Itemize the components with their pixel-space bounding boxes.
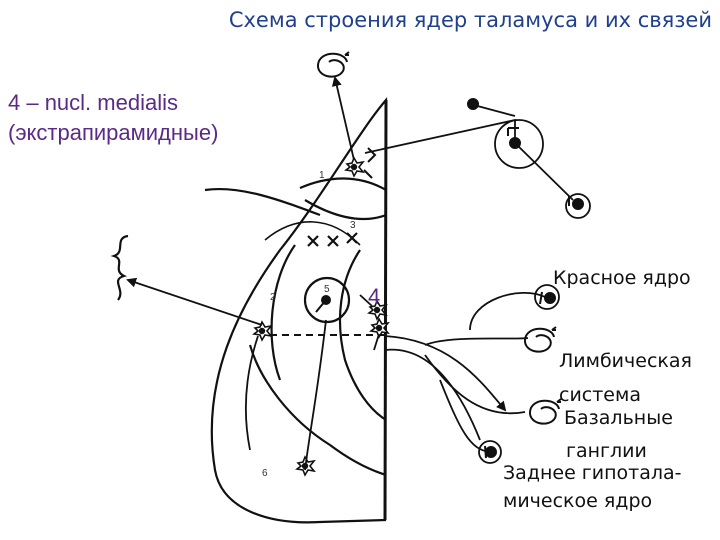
nucleus-label-5: 5	[324, 284, 330, 295]
label-limbic-1: Лимбическая	[559, 350, 692, 372]
limbic-spiral-icon	[523, 326, 557, 353]
subtitle: 4 – nucl. medialis (экстрапирамидные)	[8, 88, 328, 148]
thalamus-outline	[204, 97, 388, 524]
subtitle-line-2: (экстрапирамидные)	[8, 120, 219, 145]
nucleus-5-axon	[315, 299, 327, 313]
label-basal-2: ганглии	[566, 440, 647, 462]
connection-lines	[126, 76, 574, 471]
target-circles	[478, 119, 591, 464]
synapse-marks	[307, 232, 358, 247]
synapse-endings	[363, 98, 584, 459]
cortex-spiral-icon	[316, 51, 350, 78]
basal-spiral-icon	[528, 398, 562, 425]
label-red-nucleus: Красное ядро	[553, 267, 691, 289]
neuron-cell-left	[253, 321, 272, 341]
nucleus-label-2: 2	[270, 292, 276, 303]
cortex-brace-icon	[110, 234, 129, 301]
subtitle-line-1: 4 – nucl. medialis	[8, 90, 178, 115]
label-limbic-2: система	[559, 384, 641, 406]
nucleus-label-6: 6	[262, 468, 268, 479]
label-hypothalamic-2: мическое ядро	[503, 490, 653, 512]
nucleus-label-1: 1	[319, 170, 325, 181]
neuron-cell-top	[345, 157, 364, 177]
nucleus-5-circle	[303, 276, 351, 324]
nucleus-label-4: 4	[368, 284, 380, 309]
label-hypothalamic-1: Заднее гипотала-	[503, 462, 682, 484]
label-basal-1: Базальные	[564, 407, 673, 429]
page-title: Схема строения ядер таламуса и их связей	[228, 8, 712, 32]
nucleus-label-3: 3	[350, 220, 356, 231]
